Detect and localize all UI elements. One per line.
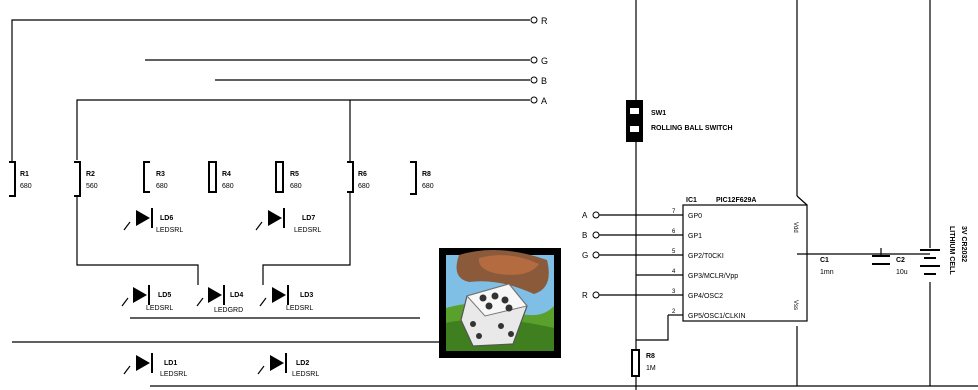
led-ld1-ref: LD1 <box>164 360 177 367</box>
resistor-bottom: R8 1M <box>631 349 656 377</box>
mcu-pin-gp1: GP1 <box>688 233 702 240</box>
mcu-vss: Vss <box>792 300 798 310</box>
microcontroller: IC1 PIC12F629A Vdd Vss GP0 GP1 GP2/T0CKI… <box>599 195 808 341</box>
mcu-input-b: B <box>582 231 587 240</box>
led-matrix-wires <box>12 192 978 387</box>
dice-game-icon[interactable] <box>439 248 561 358</box>
mcu-input-r: R <box>582 291 588 300</box>
mcu-pin-num-3: 3 <box>672 289 676 295</box>
resistor-r8-ref: R8 <box>422 171 431 178</box>
led-ld6-part: LEDSRL <box>156 227 183 234</box>
battery-name: LITHIUM CELL <box>948 226 955 275</box>
resistor-r2-ref: R2 <box>86 171 95 178</box>
resistor-r3-value: 680 <box>156 183 168 190</box>
led-ld3: LD3 LEDSRL <box>259 285 313 312</box>
net-label-r: R <box>541 16 548 26</box>
led-ld7-part: LEDSRL <box>294 227 321 234</box>
mcu-pin-gp5: GP5/OSC1/CLKIN <box>688 313 746 320</box>
led-ld3-ref: LD3 <box>300 292 313 299</box>
mcu-pin-num-7: 7 <box>672 209 676 215</box>
resistor-r1-ref: R1 <box>20 171 29 178</box>
capacitor-c2: C2 10u <box>872 248 908 276</box>
led-ld5-part: LEDSRL <box>146 305 173 312</box>
capacitor-c1-ref: C1 <box>820 257 829 264</box>
mcu-pin-gp3: GP3/MCLR/Vpp <box>688 273 738 280</box>
mcu-input-g: G <box>582 251 588 260</box>
resistor-r5-value: 680 <box>290 183 302 190</box>
led-ld4-ref: LD4 <box>230 292 243 299</box>
resistor-row: R1 680 R2 560 R3 680 R4 680 R5 680 R6 68… <box>9 161 434 197</box>
capacitor-c1: C1 1mn <box>820 257 834 276</box>
resistor-r6-value: 680 <box>358 183 370 190</box>
resistor-r2-value: 560 <box>86 183 98 190</box>
capacitor-c2-value: 10u <box>896 269 908 276</box>
net-label-a: A <box>541 96 547 106</box>
resistor-r8-body <box>410 161 417 195</box>
led-ld4: LD4 LEDGRD <box>196 285 243 314</box>
led-ld2-ref: LD2 <box>296 360 309 367</box>
led-ld7: LD7 LEDSRL <box>255 208 321 234</box>
resistor-r3-ref: R3 <box>156 171 165 178</box>
resistor-r4-body <box>208 161 217 193</box>
mcu-input-terminals <box>592 211 600 299</box>
mcu-vdd: Vdd <box>792 222 798 233</box>
mcu-pin-num-6: 6 <box>672 229 676 235</box>
mcu-ref: IC1 <box>686 197 697 204</box>
led-ld3-part: LEDSRL <box>286 305 313 312</box>
resistor-r3-body <box>143 161 150 193</box>
resistor-bottom-ref: R8 <box>646 353 655 360</box>
mcu-pin-num-2: 2 <box>672 309 676 315</box>
mcu-input-a: A <box>582 211 588 220</box>
resistor-r1-value: 680 <box>20 183 32 190</box>
led-ld2: LD2 LEDSRL <box>257 353 319 378</box>
rolling-ball-switch: SW1 ROLLING BALL SWITCH <box>626 100 733 142</box>
mcu-pin-gp2: GP2/T0CKI <box>688 253 724 260</box>
resistor-r5-body <box>275 161 284 193</box>
switch-ref: SW1 <box>651 110 666 117</box>
led-ld6: LD6 LEDSRL <box>123 208 183 234</box>
net-label-g: G <box>541 56 548 66</box>
led-ld6-ref: LD6 <box>160 215 173 222</box>
led-ld4-part: LEDGRD <box>214 307 243 314</box>
power-rails <box>635 0 931 390</box>
capacitor-c2-ref: C2 <box>896 257 905 264</box>
resistor-r6-ref: R6 <box>358 171 367 178</box>
resistor-r1-body <box>9 161 16 197</box>
led-ld2-part: LEDSRL <box>292 371 319 378</box>
resistor-r5-ref: R5 <box>290 171 299 178</box>
resistor-r2-body <box>74 161 81 197</box>
resistor-r8-value: 680 <box>422 183 434 190</box>
led-ld5: LD5 LEDSRL <box>121 285 173 312</box>
battery-voltage: 3V CR2032 <box>960 226 967 262</box>
mcu-pin-num-4: 4 <box>672 269 676 275</box>
led-ld5-ref: LD5 <box>158 292 171 299</box>
net-terminals <box>530 16 538 104</box>
mcu-pin-gp4: GP4/OSC2 <box>688 293 723 300</box>
led-ld1: LD1 LEDSRL <box>123 353 187 378</box>
dice-icon <box>460 283 528 347</box>
resistor-r6-body <box>347 161 354 193</box>
led-ld1-part: LEDSRL <box>160 371 187 378</box>
net-wires <box>11 19 530 162</box>
led-ld7-ref: LD7 <box>302 215 315 222</box>
mcu-pin-gp0: GP0 <box>688 213 702 220</box>
capacitor-c1-value: 1mn <box>820 269 834 276</box>
resistor-r4-ref: R4 <box>222 171 231 178</box>
battery: LITHIUM CELL 3V CR2032 <box>920 226 967 275</box>
mcu-part: PIC12F629A <box>716 197 756 204</box>
resistor-bottom-value: 1M <box>646 365 656 372</box>
mcu-pin-num-5: 5 <box>672 249 676 255</box>
resistor-r4-value: 680 <box>222 183 234 190</box>
switch-name: ROLLING BALL SWITCH <box>651 125 733 132</box>
net-label-b: B <box>541 76 547 86</box>
